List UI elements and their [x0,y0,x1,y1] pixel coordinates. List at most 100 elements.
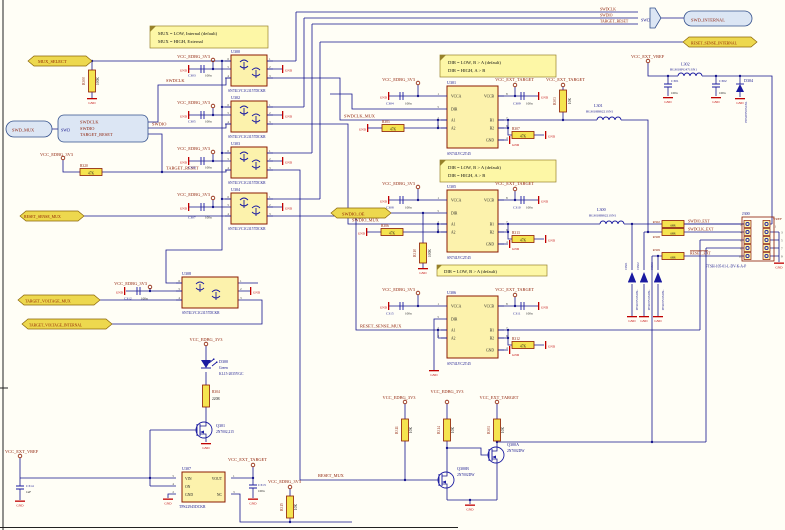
note-dir-u305[interactable]: DIR = LOW, B > A (default) DIR = HIGH, A… [439,159,557,183]
net-flag-mux-select[interactable]: MUX_SELECT [27,55,93,67]
gnd-symbol[interactable]: GND [180,111,190,119]
gnd-symbol[interactable]: GND [465,504,475,512]
gnd-symbol[interactable]: GND [282,203,293,211]
resistor-r309[interactable]: R309 68R [653,248,685,260]
power-port-vcc-edbg[interactable]: VCC_EDBG_3V3 [382,287,421,296]
cap-c303[interactable]: C303 100n [188,65,212,78]
cap-c310[interactable]: C310 100n [513,196,533,210]
cap-c308[interactable]: C308 100n [386,196,412,210]
cap-c306[interactable]: C306 100n [188,157,212,170]
gnd-symbol[interactable]: GND [163,498,173,506]
gnd-symbol[interactable]: GND [538,92,549,100]
power-port-vcc-ext-vref[interactable]: VCC_EXT_VREF [5,449,39,459]
gnd-symbol[interactable]: GND [380,92,390,100]
power-port-vcc-edbg[interactable]: VCC_EDBG_3V3 [382,77,421,86]
power-port-vcc-ext-target[interactable]: VCC_EXT_TARGET [495,287,534,298]
shifter-u306[interactable]: U306 SN74LVC2T45 VCCA DIR A1 A2 VCCB B1 … [437,290,508,366]
gnd-symbol[interactable]: GND [180,157,190,165]
gnd-symbol[interactable]: GND [663,97,673,104]
power-port-vcc-edbg[interactable]: VCC_EDBG_3V3 [190,337,224,347]
inductor-l301[interactable]: L301 BLM18BB221SN1 [586,103,622,121]
cap-c307[interactable]: C307 100n [188,203,212,220]
gnd-symbol[interactable]: GND [282,111,293,119]
power-port-vcc-edbg[interactable]: VCC_EDBG_3V3 [40,152,74,161]
note-dir-u306[interactable]: DIR = LOW, B > A (default) [436,264,548,277]
note-mux-mode[interactable]: MUX = LOW, Internal (default) MUX = HIGH… [149,25,269,49]
gnd-symbol[interactable]: GND [87,98,97,105]
gnd-symbol[interactable]: GND [15,500,25,508]
resistor-r302[interactable]: R302 68R [653,220,685,228]
diode-d302[interactable]: D302 PESD5V0S1BL [636,262,651,310]
net-flag-target-voltage-internal[interactable]: TARGET_VOLTAGE_INTERNAL [21,318,113,330]
resistor-r308[interactable]: R308 68R [653,228,685,240]
resistor-r301[interactable]: R301 10K [487,418,505,442]
cap-c304[interactable]: C304 100n [386,92,412,106]
power-port-vcc-edbg[interactable]: VCC_EDBG_3V3 [114,281,153,290]
gnd-symbol[interactable]: GND [250,287,261,295]
power-port-vcc-edbg[interactable]: VCC_EDBG_3V3 [382,181,421,190]
cap-c301[interactable]: C301 100n [664,79,679,95]
resistor-r303[interactable]: R303 10K [553,89,572,113]
transistor-q300b[interactable]: Q300B 2N7002DW [437,466,475,489]
diode-d301[interactable]: D301 PESD5V0S1BL [624,262,639,310]
gnd-symbol[interactable]: GND [116,287,126,295]
resistor-r312[interactable]: R312 47K [511,337,535,349]
power-port-vcc-ext-target[interactable]: VCC_EXT_TARGET [228,457,267,468]
gnd-symbol[interactable]: GND [639,316,649,323]
gnd-symbol[interactable]: GND [418,268,428,275]
gnd-symbol[interactable]: GND [509,346,520,357]
net-flag-reset-sense-internal[interactable]: RESET_SENSE_INTERNAL [682,36,758,48]
cap-c313[interactable]: C313 100n [249,483,266,493]
gnd-symbol[interactable]: GND [358,228,368,236]
resistor-r320[interactable]: R320 47K [79,164,103,176]
resistor-r315[interactable]: R315 10K [280,495,298,519]
resistor-r310[interactable]: R310 100K [413,242,432,264]
cap-c309[interactable]: C309 100n [513,92,533,106]
net-flag-swdio-oe[interactable]: SWDIO_OE [330,207,392,219]
power-port-vcc-edbg[interactable]: VCC_EDBG_3V3 [177,146,216,155]
gnd-symbol[interactable]: GND [538,302,549,310]
led-d300[interactable]: D300 Green KL15-2035YGC [201,358,244,376]
mux-u304[interactable]: U304 SN74LVC1G3157DCKR 6 5 4 1 2 3 [225,187,273,231]
power-port-vcc-edbg[interactable]: VCC_EDBG_3V3 [431,389,465,405]
shifter-u305[interactable]: U305 SN74LVC2T45 VCCA DIR A1 A2 VCCB B1 … [437,184,508,260]
gnd-symbol[interactable]: GND [538,196,549,204]
gnd-symbol[interactable]: GND [509,136,520,147]
resistor-r314[interactable]: R314 10K [437,418,455,442]
power-port-vcc-ext-target[interactable]: VCC_EXT_TARGET [495,181,534,192]
power-port-vcc-edbg[interactable]: VCC_EDBG_3V3 [177,100,216,109]
cap-c305[interactable]: C305 100n [188,111,212,124]
gnd-symbol[interactable]: GND [711,97,721,104]
power-port-vcc-edbg[interactable]: VCC_EDBG_3V3 [177,54,216,63]
gnd-symbol[interactable]: GND [545,341,556,349]
cap-c312[interactable]: C312 100n [124,287,148,301]
connector-j300[interactable]: J300 FTSH-105-01-L-DV-K-A-P 2 4 6 8 10 1… [706,211,783,269]
gnd-symbol[interactable]: GND [248,498,258,506]
resistor-r306[interactable]: R306 47K [380,224,404,236]
shifter-u301[interactable]: U301 SN74LVC2T45 VCCA DIR A1 A2 VCCB B1 … [437,80,508,156]
gnd-symbol[interactable]: GND [282,157,293,165]
inductor-l302[interactable]: L302 BLM18PG471SN1 [670,62,703,77]
power-port-vcc-edbg[interactable]: VCC_EDBG_3V3 [268,479,302,490]
gnd-symbol[interactable]: GND [509,240,520,251]
mux-u300[interactable]: U300 SN74LVC1G3157DCKR 6 5 4 1 2 3 [225,49,273,93]
inductor-l300[interactable]: L300 BLM18BB221SN1 [589,207,625,225]
power-port-vcc-edbg[interactable]: VCC_EDBG_3V3 [177,192,216,201]
mux-u308[interactable]: U308 SN74LVC1G3157DCKR 6 5 4 1 2 3 [176,271,242,315]
gnd-symbol[interactable]: GND [627,316,637,323]
mux-u303[interactable]: U303 SN74LVC1G3157DCKR 6 5 4 1 2 3 [225,141,273,185]
gnd-symbol[interactable]: GND [201,443,211,450]
resistor-r311[interactable]: R311 10K [395,418,413,442]
resistor-r305[interactable]: R305 47K [381,120,405,132]
net-flag-reset-sense-mux[interactable]: RESET_SENSE_MUX [19,210,85,222]
resistor-r307[interactable]: R307 47K [511,127,535,139]
gnd-symbol[interactable]: GND [774,262,784,270]
cap-c314[interactable]: C314 1uF [16,484,34,494]
diode-d303[interactable]: D303 PESD5V0S1BL [650,262,665,310]
transistor-q301[interactable]: Q301 2N7002,215 [195,421,234,439]
gnd-symbol[interactable]: GND [653,316,663,323]
net-flag-target-voltage-mux[interactable]: TARGET_VOLTAGE_MUX [17,294,101,306]
note-dir-u301[interactable]: DIR = LOW, B > A (default) DIR = HIGH, A… [439,54,557,78]
mux-u302[interactable]: U302 SN74LVC1G3157DCKR 6 5 4 1 2 3 [225,95,273,139]
power-port-vcc-edbg[interactable]: VCC_EDBG_3V3 [383,395,417,405]
